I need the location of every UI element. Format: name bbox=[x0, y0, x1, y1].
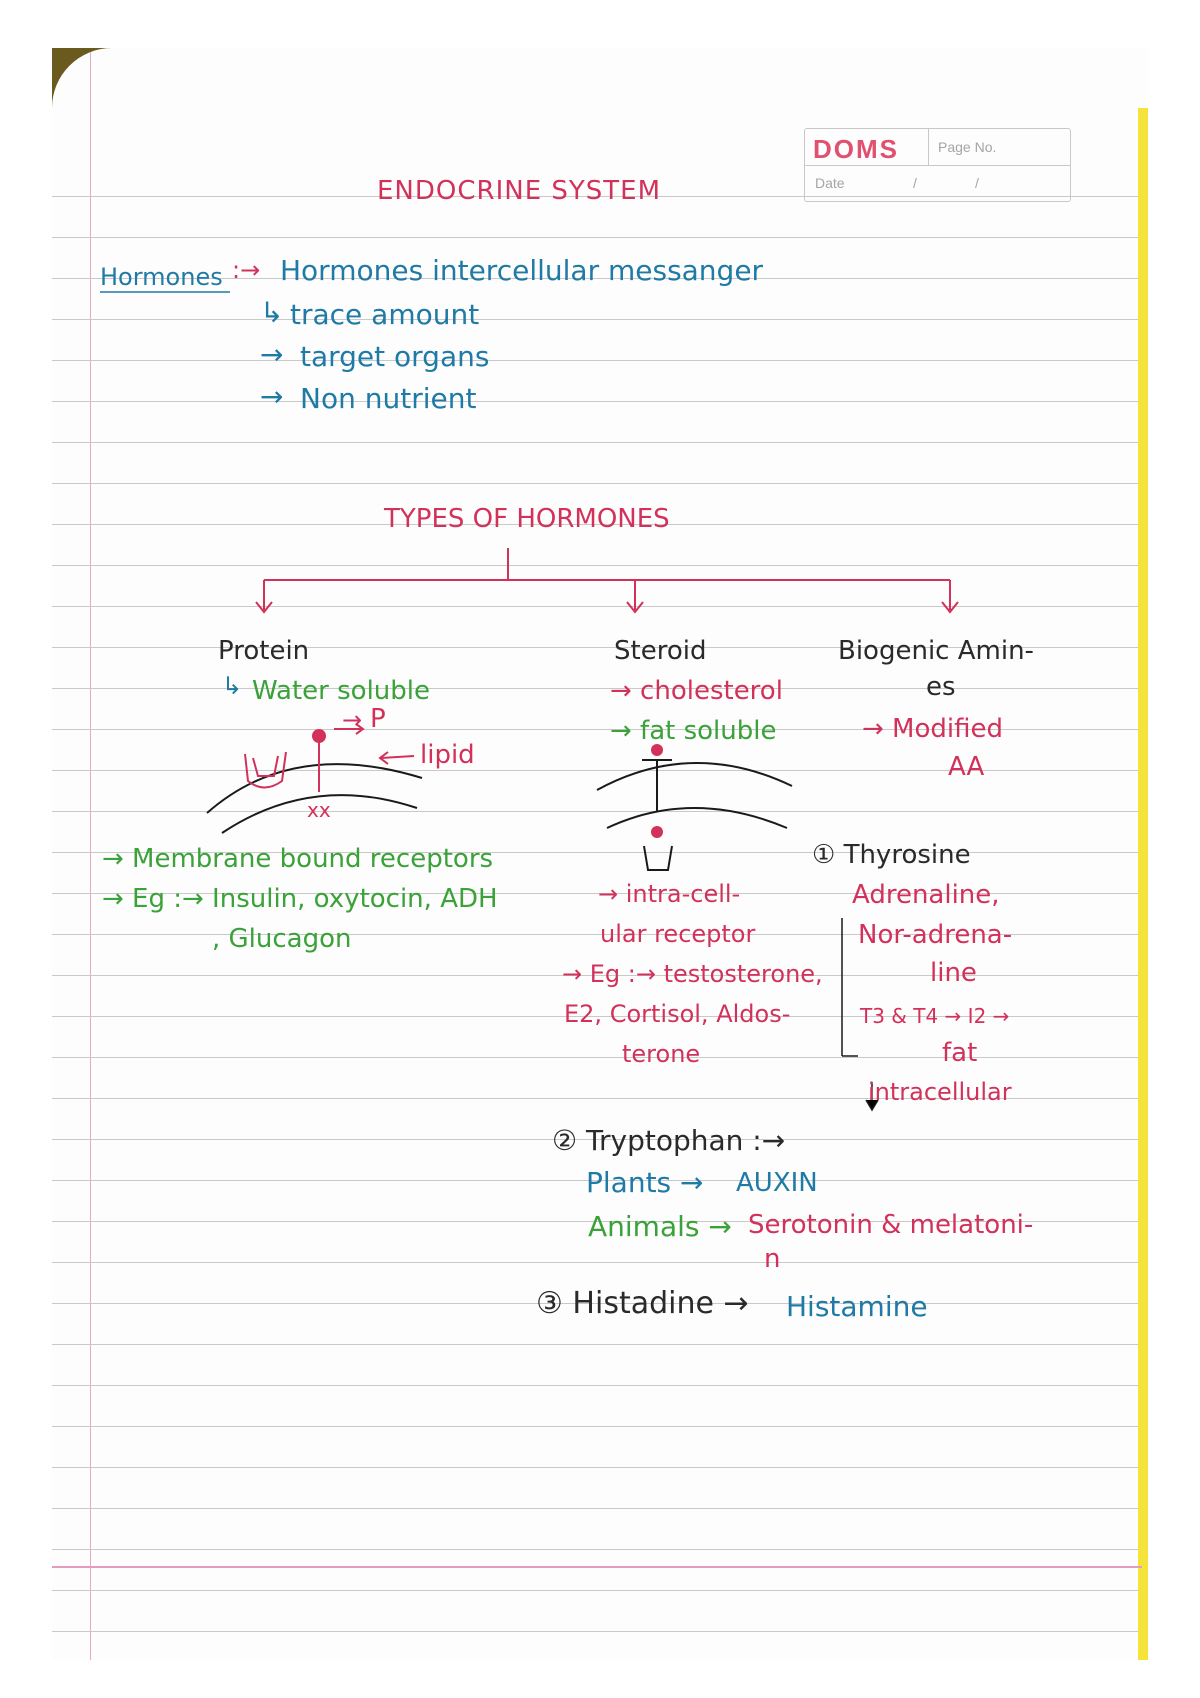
ruled-line bbox=[52, 1098, 1138, 1099]
hormone-point-arrow: → bbox=[260, 338, 284, 371]
ruled-line bbox=[52, 196, 1138, 197]
ruled-line bbox=[52, 606, 1138, 607]
ruled-line bbox=[52, 729, 1138, 730]
biogenic-title-cont: es bbox=[926, 672, 956, 702]
ruled-line bbox=[52, 1057, 1138, 1058]
notebook-page: DOMS Page No. Date / / ENDOCRINE SYSTEM … bbox=[52, 48, 1148, 1660]
hormone-point-arrow: ↳ bbox=[260, 296, 284, 329]
ruled-line bbox=[52, 1549, 1138, 1550]
diagram-lipid-label: lipid bbox=[420, 740, 475, 770]
ruled-line bbox=[52, 401, 1138, 402]
thyrosine-intracellular: intracellular bbox=[868, 1078, 1012, 1106]
ruled-line bbox=[52, 1385, 1138, 1386]
ruled-line bbox=[52, 1426, 1138, 1427]
thyrosine-line: line bbox=[930, 958, 977, 988]
steroid-point: → cholesterol bbox=[610, 676, 783, 706]
hormones-label: Hormones bbox=[100, 263, 223, 291]
page-title: ENDOCRINE SYSTEM bbox=[377, 176, 662, 206]
protein-sub-arrow: ↳ bbox=[222, 672, 243, 700]
date-separator: / bbox=[975, 175, 979, 191]
thyrosine-fat: fat bbox=[942, 1038, 978, 1068]
ruled-line bbox=[52, 811, 1138, 812]
ruled-line bbox=[52, 852, 1138, 853]
steroid-point: → fat soluble bbox=[610, 716, 777, 746]
steroid-note: E2, Cortisol, Aldos- bbox=[564, 1000, 791, 1028]
animals-value: Serotonin & melatoni- bbox=[748, 1210, 1034, 1240]
ruled-line bbox=[52, 278, 1138, 279]
ruled-line bbox=[52, 893, 1138, 894]
ruled-line bbox=[52, 1590, 1138, 1591]
histadine-value: Histamine bbox=[786, 1290, 928, 1323]
ruled-line bbox=[52, 1262, 1138, 1263]
ruled-line bbox=[52, 934, 1138, 935]
ruled-line bbox=[52, 1631, 1138, 1632]
brand-logo: DOMS bbox=[813, 134, 899, 164]
ruled-line bbox=[52, 360, 1138, 361]
protein-membrane-diagram bbox=[206, 763, 423, 834]
bottom-margin-line bbox=[52, 1566, 1142, 1568]
ruled-line bbox=[52, 1221, 1138, 1222]
protein-title: Protein bbox=[218, 636, 310, 666]
page-edge-strip bbox=[1138, 108, 1148, 1660]
thyrosine-line: Nor-adrena- bbox=[858, 920, 1013, 950]
tryptophan-label: ② Tryptophan :→ bbox=[552, 1124, 786, 1157]
ruled-line bbox=[52, 1344, 1138, 1345]
hormone-point: Non nutrient bbox=[300, 382, 477, 415]
diagram-p-label: P bbox=[370, 704, 386, 734]
hormone-point: trace amount bbox=[290, 298, 480, 331]
margin-line bbox=[90, 48, 91, 1660]
thyrosine-label: ① Thyrosine bbox=[812, 840, 971, 870]
protein-sub: Water soluble bbox=[252, 676, 431, 706]
steroid-note: → Eg :→ testosterone, bbox=[562, 960, 823, 988]
steroid-membrane-diagram bbox=[596, 759, 793, 871]
diagram-mark: xx bbox=[307, 798, 331, 822]
types-heading: TYPES OF HORMONES bbox=[384, 504, 670, 534]
ruled-line bbox=[52, 647, 1138, 648]
diagram-arrow: → bbox=[342, 706, 363, 734]
ruled-line bbox=[52, 975, 1138, 976]
histadine-label: ③ Histadine → bbox=[536, 1286, 749, 1321]
protein-note: → Membrane bound receptors bbox=[102, 844, 494, 874]
biogenic-point: AA bbox=[948, 752, 985, 782]
protein-note: , Glucagon bbox=[212, 924, 352, 954]
animals-label: Animals → bbox=[588, 1210, 732, 1243]
page-header-box: DOMS Page No. Date / / bbox=[804, 128, 1071, 202]
hormone-tree-diagram bbox=[100, 291, 959, 1112]
ruled-line bbox=[52, 688, 1138, 689]
ruled-line bbox=[52, 1016, 1138, 1017]
protein-note: → Eg :→ Insulin, oxytocin, ADH bbox=[102, 884, 498, 914]
plants-value: AUXIN bbox=[736, 1168, 818, 1198]
steroid-title: Steroid bbox=[614, 636, 707, 666]
hormones-lead: :→ bbox=[232, 256, 261, 284]
hormone-point: target organs bbox=[300, 340, 490, 373]
ruled-line bbox=[52, 483, 1138, 484]
ruled-line bbox=[52, 524, 1138, 525]
ruled-line bbox=[52, 770, 1138, 771]
hormone-point-arrow: → bbox=[260, 380, 284, 413]
ruled-line bbox=[52, 237, 1138, 238]
ruled-line bbox=[52, 1180, 1138, 1181]
ruled-line bbox=[52, 319, 1138, 320]
steroid-note: ular receptor bbox=[600, 920, 756, 948]
hormone-dot bbox=[312, 729, 326, 743]
thyrosine-line: Adrenaline, bbox=[852, 880, 1000, 910]
steroid-note: → intra-cell- bbox=[598, 880, 741, 908]
receptor-shape bbox=[244, 751, 287, 789]
ruled-line bbox=[52, 565, 1138, 566]
ruled-line bbox=[52, 442, 1138, 443]
ruled-line bbox=[52, 1467, 1138, 1468]
ruled-line bbox=[52, 1508, 1138, 1509]
animals-value-cont: n bbox=[764, 1244, 781, 1274]
date-separator: / bbox=[913, 175, 917, 191]
plants-label: Plants → bbox=[586, 1166, 704, 1199]
biogenic-title: Biogenic Amin- bbox=[838, 636, 1034, 666]
thyrosine-t-line: T3 & T4 → I2 → bbox=[860, 1004, 1010, 1028]
biogenic-point: → Modified bbox=[862, 714, 1003, 744]
steroid-note: terone bbox=[622, 1040, 701, 1068]
ruled-line bbox=[52, 1303, 1138, 1304]
ruled-line bbox=[52, 1139, 1138, 1140]
page-no-label: Page No. bbox=[938, 139, 997, 155]
date-label: Date bbox=[815, 175, 845, 191]
hormones-definition: Hormones intercellular messanger bbox=[280, 254, 764, 287]
